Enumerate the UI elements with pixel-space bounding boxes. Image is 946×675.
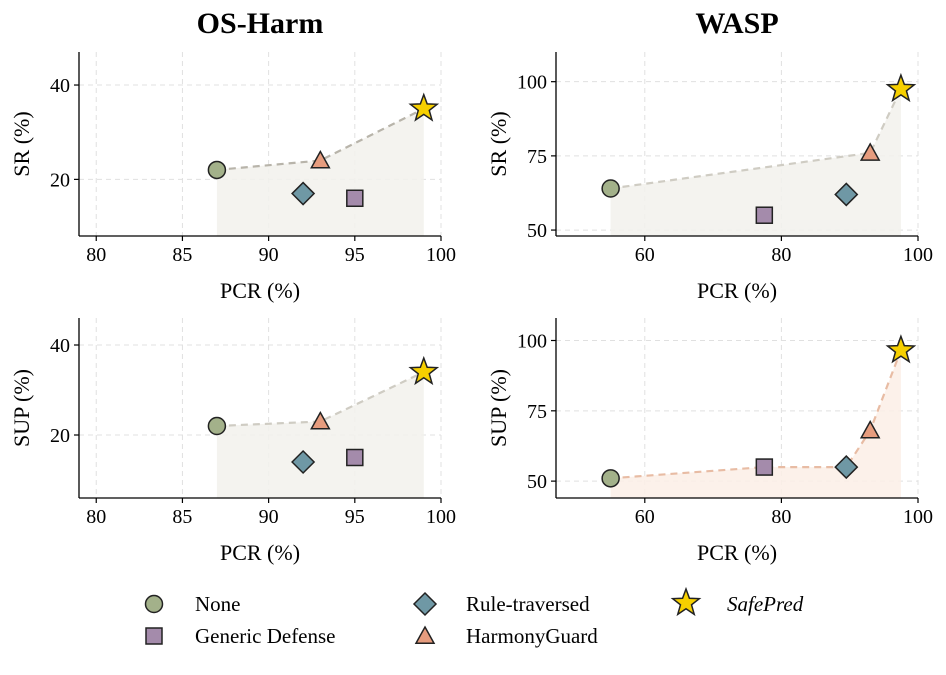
y-axis-label: SR (%): [486, 111, 511, 176]
point-harmonyguard: [310, 149, 331, 169]
y-axis-label: SR (%): [9, 111, 34, 176]
x-tick-label: 100: [903, 506, 933, 528]
y-axis-label: SUP (%): [9, 369, 34, 447]
y-tick-label: 20: [50, 169, 70, 191]
frontier-area: [216, 372, 424, 498]
star-icon: [670, 586, 702, 617]
point-safepred: [408, 92, 440, 122]
point-safepred: [885, 334, 917, 364]
point-safepred: [885, 72, 917, 103]
point-harmonyguard: [859, 419, 881, 439]
x-tick-label: 100: [426, 506, 456, 528]
point-rule-traversed: [291, 449, 316, 475]
square-icon: [145, 627, 163, 645]
x-tick-label: 80: [771, 244, 791, 266]
diamond-icon: [412, 591, 438, 617]
x-tick-label: 60: [635, 244, 655, 266]
frontier-area: [610, 350, 901, 498]
point-generic-defense: [755, 458, 774, 476]
x-tick-label: 100: [426, 244, 456, 266]
circle-icon: [144, 594, 164, 614]
legend-item-none: None: [144, 592, 241, 616]
y-tick-label: 100: [517, 72, 547, 94]
x-tick-label: 95: [345, 506, 365, 528]
y-tick-label: 50: [527, 471, 547, 493]
x-axis-label: PCR (%): [697, 540, 777, 565]
triangle-icon: [414, 625, 436, 644]
x-tick-label: 85: [172, 506, 192, 528]
x-axis-label: PCR (%): [220, 278, 300, 303]
point-harmonyguard: [859, 142, 881, 161]
x-axis-label: PCR (%): [220, 540, 300, 565]
x-axis-label: PCR (%): [697, 278, 777, 303]
x-tick-label: 95: [345, 244, 365, 266]
point-generic-defense: [755, 206, 774, 224]
y-tick-label: 100: [517, 331, 547, 353]
point-none: [207, 416, 227, 436]
frontier-line: [610, 88, 902, 190]
point-rule-traversed: [291, 181, 316, 206]
frontier-line: [216, 107, 425, 171]
legend-item-harmonyguard: HarmonyGuard: [414, 624, 598, 648]
legend-label: None: [195, 592, 241, 616]
title-os-harm: OS-Harm: [197, 7, 324, 40]
x-tick-label: 90: [259, 506, 279, 528]
y-tick-label: 75: [527, 401, 547, 423]
x-tick-label: 100: [903, 244, 933, 266]
legend-item-safepred: SafePred: [670, 586, 804, 617]
title-wasp: WASP: [695, 7, 778, 40]
x-tick-label: 85: [172, 244, 192, 266]
legend-label: HarmonyGuard: [466, 624, 598, 648]
point-generic-defense: [346, 448, 364, 467]
point-generic-defense: [346, 189, 364, 208]
point-none: [601, 179, 620, 198]
y-tick-label: 50: [527, 220, 547, 242]
legend-label: Rule-traversed: [466, 592, 590, 616]
x-tick-label: 80: [86, 506, 106, 528]
legend-item-generic-defense: Generic Defense: [145, 624, 336, 648]
legend-label: Generic Defense: [195, 624, 336, 648]
point-none: [601, 469, 620, 488]
point-safepred: [408, 355, 440, 386]
frontier-area: [610, 89, 901, 236]
frontier-line: [610, 349, 902, 480]
point-harmonyguard: [310, 410, 331, 430]
legend-item-rule-traversed: Rule-traversed: [412, 591, 590, 617]
x-tick-label: 80: [771, 506, 791, 528]
x-tick-label: 80: [86, 244, 106, 266]
y-tick-label: 40: [50, 335, 70, 357]
y-tick-label: 40: [50, 75, 70, 97]
point-rule-traversed: [834, 455, 859, 480]
y-tick-label: 20: [50, 425, 70, 447]
point-none: [207, 160, 227, 180]
x-tick-label: 60: [635, 506, 655, 528]
frontier-area: [216, 108, 424, 236]
point-rule-traversed: [834, 182, 859, 207]
x-tick-label: 90: [259, 244, 279, 266]
y-tick-label: 75: [527, 146, 547, 168]
y-axis-label: SUP (%): [486, 369, 511, 447]
legend-label: SafePred: [727, 592, 804, 616]
